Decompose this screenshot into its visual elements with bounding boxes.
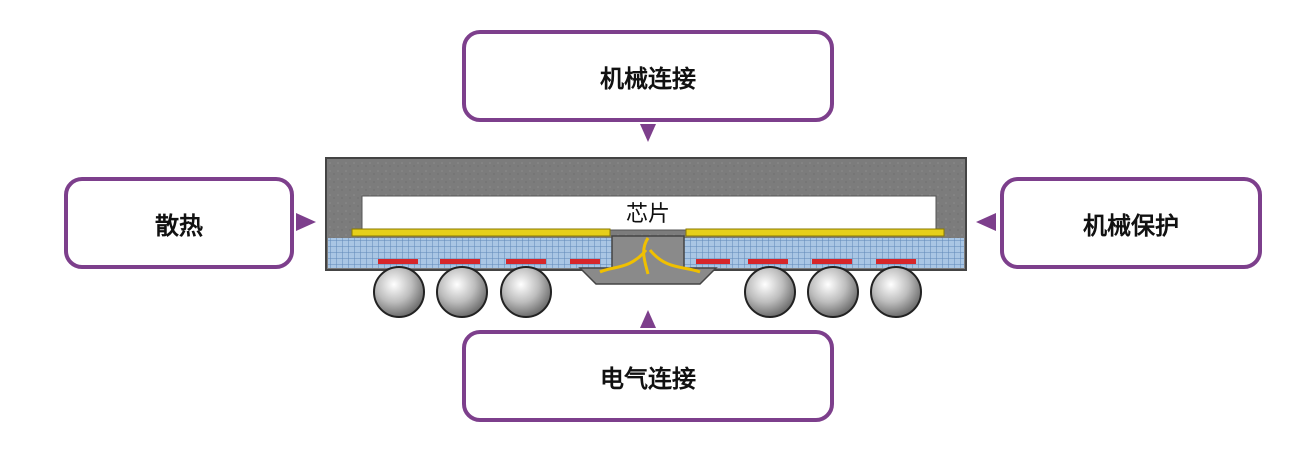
solder-ball	[870, 266, 922, 318]
center-cavity	[578, 235, 718, 285]
pad	[506, 259, 546, 264]
pad	[440, 259, 480, 264]
callout-heat-dissipation: 散热	[64, 177, 294, 269]
pad	[876, 259, 916, 264]
pad	[570, 259, 600, 264]
arrow-left	[296, 213, 316, 231]
callout-mechanical-protection: 机械保护	[1000, 177, 1262, 269]
arrow-right	[976, 213, 996, 231]
pad	[378, 259, 418, 264]
pad	[696, 259, 730, 264]
solder-ball	[436, 266, 488, 318]
solder-ball	[500, 266, 552, 318]
pad	[748, 259, 788, 264]
bond-wire-center	[642, 237, 650, 275]
chip-die	[361, 195, 937, 231]
solder-ball	[807, 266, 859, 318]
callout-electrical-connection: 电气连接	[462, 330, 834, 422]
pad	[812, 259, 852, 264]
arrow-bottom	[640, 310, 656, 328]
die-attach-left	[351, 228, 611, 237]
solder-ball	[373, 266, 425, 318]
die-attach-right	[685, 228, 945, 237]
arrow-top	[640, 124, 656, 142]
chip-label: 芯片	[626, 202, 670, 227]
callout-mechanical-connection: 机械连接	[462, 30, 834, 122]
bond-wire-right	[648, 249, 701, 274]
bond-wire-left	[599, 249, 648, 274]
solder-ball	[744, 266, 796, 318]
